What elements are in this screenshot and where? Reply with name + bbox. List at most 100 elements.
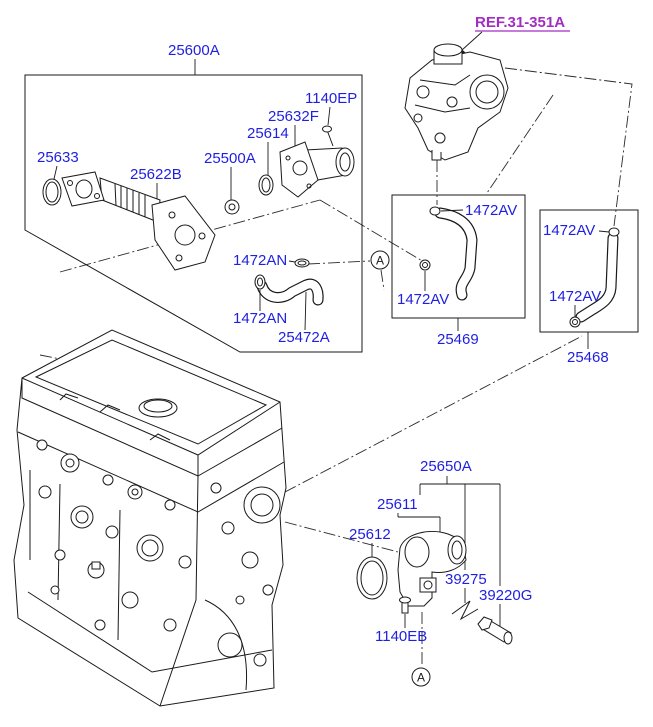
clamp-upper-drawing <box>294 258 310 268</box>
engine-side-port <box>243 486 281 524</box>
reference-component-boss <box>434 132 446 144</box>
pipe-left-flange <box>61 171 105 207</box>
connection-line <box>284 335 583 493</box>
reference-component-boss <box>413 113 423 123</box>
connection-mark-letter: A <box>417 671 425 685</box>
engine-boss <box>241 551 259 569</box>
housing-sensor-port <box>419 577 437 593</box>
connection-line <box>307 260 371 265</box>
engine-boss <box>127 484 143 500</box>
connection-line <box>59 199 321 273</box>
flange-hole <box>94 193 100 199</box>
engine-boss <box>50 585 60 595</box>
housing-flange-face <box>404 536 430 568</box>
engine-boss <box>60 453 80 473</box>
clamp-lower-drawing <box>254 274 266 290</box>
assembly-a: 25600A 25633 25622B 25500A 25614 <box>24 42 363 353</box>
reference-arrow-line <box>461 31 483 51</box>
engine-boss <box>94 619 106 631</box>
engine-boss-inner <box>141 539 159 557</box>
connection-line <box>380 269 385 291</box>
flange-hole <box>67 180 73 186</box>
reference-component-top <box>433 43 463 57</box>
pipe-left-opening <box>75 179 93 199</box>
engine-boss <box>164 499 176 511</box>
engine-boss-inner <box>131 488 139 496</box>
connection-mark-circle <box>411 667 431 687</box>
engine-boss <box>163 618 177 632</box>
flange-drawing <box>279 141 319 198</box>
hose-set-2: 1472AV 1472AV 25468 <box>539 209 639 366</box>
hose-set-1-clamp-lower-inner <box>422 262 428 268</box>
bolt-b-head <box>399 596 411 604</box>
flange-hole <box>306 183 312 189</box>
engine-boss-inner <box>65 458 75 468</box>
sensor-nut <box>477 616 493 631</box>
engine-boss <box>262 584 274 596</box>
hose-label: 25472A <box>278 329 330 346</box>
hose-set-1-clamp-upper <box>429 206 441 216</box>
engine-boss <box>235 595 245 605</box>
engine-boss <box>105 525 119 539</box>
housing-label: 25611 <box>377 496 418 513</box>
engine-boss <box>102 474 114 486</box>
hose-set-2-clamp-lower-label: 1472AV <box>549 288 601 305</box>
hose-set-1-boundary <box>391 194 526 319</box>
reference-component-edge <box>419 74 471 86</box>
pipe-drawing <box>99 177 161 223</box>
engine-top-detail <box>59 393 171 441</box>
end-ring-inner <box>45 181 59 203</box>
clip-drawing <box>451 600 479 621</box>
flange-label: 25632F <box>268 108 319 125</box>
hose-leader <box>304 291 307 331</box>
clamp-upper-leader <box>288 260 296 263</box>
sensor-label: 39220G <box>479 587 532 604</box>
connection-mark-circle <box>370 250 390 270</box>
ring-drawing <box>258 174 274 196</box>
hose-set-1-clamp-upper-label: 1472AV <box>465 202 517 219</box>
fitting-drawing <box>224 199 240 215</box>
hose-set-1: 1472AV 1472AV 25469 <box>391 194 526 348</box>
bolt-label: 1140EP <box>305 90 357 107</box>
connection-mark-upper: A <box>370 250 390 270</box>
engine-cap <box>138 398 178 418</box>
engine-head-edge <box>21 378 199 477</box>
hose-set-1-clamp-upper-leader <box>440 209 464 212</box>
reference-label: REF.31-351A <box>475 14 565 31</box>
assembly-a-label: 25600A <box>168 42 220 59</box>
hose-set-1-clamp-lower-label: 1472AV <box>397 291 449 308</box>
pipe-label: 25622B <box>130 166 182 183</box>
bolt-leader <box>327 106 331 126</box>
engine-boss <box>38 485 52 499</box>
pipe-corrugation <box>114 183 146 217</box>
engine-block-drawing <box>13 329 287 707</box>
hose-set-1-label: 25469 <box>437 331 479 348</box>
end-ring-leader <box>53 165 58 180</box>
engine-boss <box>217 632 243 658</box>
connection-mark-letter: A <box>376 254 384 268</box>
hose-set-2-clamp-upper <box>608 227 620 237</box>
gasket-label: 25612 <box>349 526 391 543</box>
engine-boss-inner <box>75 510 89 524</box>
connection-line <box>319 199 425 263</box>
engine-boss <box>70 505 94 529</box>
engine-cap-inner <box>143 399 173 413</box>
hose-set-2-boundary <box>539 209 639 333</box>
fitting-inner <box>228 203 236 211</box>
pipe-right-flange <box>151 195 216 271</box>
engine-top-rim <box>34 339 268 445</box>
housing-outlet <box>447 535 467 565</box>
flange-hole <box>285 155 291 161</box>
hose-set-1-clamp-lower <box>419 259 431 271</box>
end-ring-label: 25633 <box>37 149 79 166</box>
engine-cover-line <box>204 599 248 691</box>
pipe-right-opening <box>174 224 196 246</box>
reference-component-port-inner <box>475 80 499 104</box>
hose-set-2-label: 25468 <box>567 349 609 366</box>
housing-sensor-port-bore <box>423 580 433 590</box>
reference-component-edge <box>414 104 471 113</box>
engine-boss <box>178 555 192 569</box>
flange-hole <box>168 211 176 219</box>
assembly-a-boundary <box>24 74 363 353</box>
